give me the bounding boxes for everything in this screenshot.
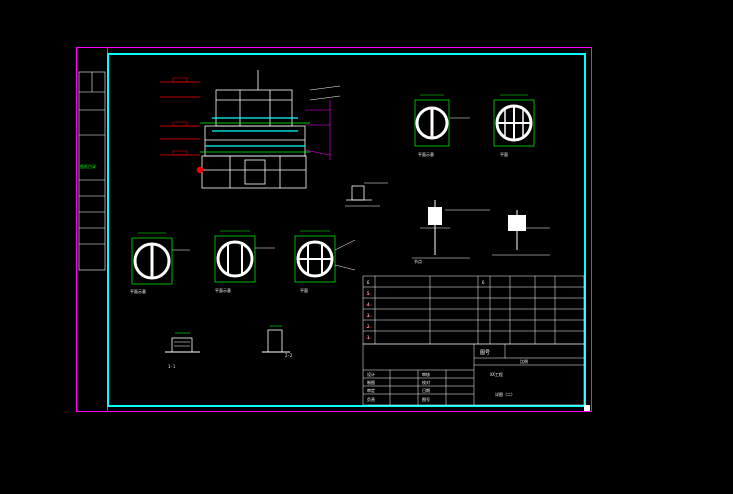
- svg-text:平面: 平面: [500, 152, 508, 157]
- svg-text:2: 2: [367, 324, 370, 329]
- svg-text:平面示意: 平面示意: [215, 287, 231, 293]
- svg-text:详图（二）: 详图（二）: [495, 391, 515, 397]
- bom-table: [362, 275, 585, 345]
- plan-view-4: 平面示意: [214, 230, 275, 293]
- svg-text:1-1: 1-1: [168, 364, 176, 369]
- detail-small-1: [345, 182, 388, 207]
- detail-node-1: 节点: [412, 200, 490, 264]
- svg-text:节点: 节点: [414, 258, 422, 264]
- plan-view-3: 平面示意: [130, 232, 190, 294]
- svg-text:6: 6: [482, 280, 485, 285]
- title-block: [362, 343, 585, 406]
- inner-border: [107, 53, 586, 407]
- svg-text:4: 4: [367, 302, 370, 307]
- drawing-no-label: 图号: [480, 350, 490, 356]
- svg-text:2-2: 2-2: [285, 353, 293, 358]
- svg-text:5: 5: [367, 291, 370, 296]
- elevation-drawing: [160, 70, 341, 189]
- svg-text:负责: 负责: [367, 396, 375, 402]
- section-2-2: 2-2: [262, 325, 293, 358]
- svg-text:6: 6: [367, 280, 370, 285]
- svg-text:1: 1: [367, 335, 370, 340]
- svg-text:平面: 平面: [300, 288, 308, 293]
- svg-text:审核: 审核: [422, 371, 430, 377]
- section-1-1: 1-1: [165, 332, 200, 369]
- svg-text:图号: 图号: [422, 396, 430, 402]
- left-strip-table: [78, 71, 106, 271]
- detail-node-2: [492, 210, 550, 256]
- outer-frame: [76, 47, 592, 412]
- svg-text:XX工程: XX工程: [490, 371, 503, 377]
- svg-text:设计: 设计: [367, 371, 375, 377]
- svg-text:制图: 制图: [367, 379, 375, 385]
- svg-text:3: 3: [367, 313, 370, 318]
- svg-text:日期: 日期: [422, 387, 430, 393]
- bom-red-marks: [366, 293, 372, 339]
- svg-text:审定: 审定: [367, 387, 375, 393]
- plan-view-1: 平面示意: [414, 94, 470, 157]
- scale-label: 比例: [520, 358, 528, 364]
- svg-text:平面示意: 平面示意: [418, 151, 434, 157]
- svg-text:校对: 校对: [422, 379, 430, 385]
- plan-view-5: 平面: [294, 230, 356, 293]
- svg-text:平面示意: 平面示意: [130, 288, 146, 294]
- left-strip-label: 图纸目录: [80, 163, 96, 169]
- plan-view-2: 平面: [493, 94, 535, 157]
